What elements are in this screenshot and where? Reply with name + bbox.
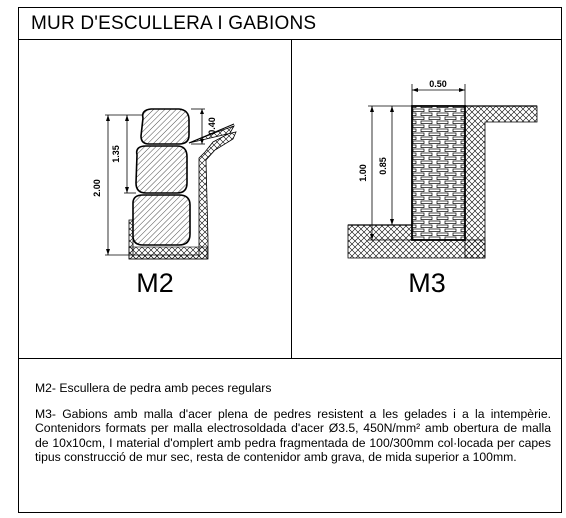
m2-stone-top (140, 108, 190, 145)
sheet-title: MUR D'ESCULLERA I GABIONS (19, 8, 561, 40)
m3-dim-width: 0.50 (429, 79, 447, 89)
m2-stone-middle (135, 145, 188, 194)
note-m3-label: M3- (35, 406, 56, 421)
note-m3-text: Gabions amb malla d'acer plena de pedres… (35, 406, 551, 465)
m3-drawing: 0.50 1.00 0.85 (347, 79, 538, 259)
m2-drawing: 2.00 1.35 0.40 (92, 108, 237, 260)
detail-sheet: MUR D'ESCULLERA I GABIONS (18, 7, 562, 513)
m2-dim-total-height: 2.00 (92, 179, 102, 197)
note-m2: M2- Escullera de pedra amb peces regular… (35, 381, 551, 396)
m3-soil-right (464, 105, 538, 259)
note-m2-text: Escullera de pedra amb peces regulars (56, 381, 272, 395)
m2-dim-visible-height: 1.35 (111, 145, 121, 163)
m3-dim-visible-height: 0.85 (378, 157, 388, 175)
panel-m2: 2.00 1.35 0.40 M2 (19, 40, 292, 358)
m3-gabion (411, 105, 466, 241)
note-m2-label: M2- (35, 381, 56, 395)
m2-caption: M2 (136, 268, 174, 298)
notes-section: M2- Escullera de pedra amb peces regular… (19, 358, 561, 513)
note-m3: M3- Gabions amb malla d'acer plena de pe… (35, 407, 551, 465)
m2-dim-crest: 0.40 (207, 117, 217, 135)
panel-m3: 0.50 1.00 0.85 M3 (292, 40, 562, 358)
m2-stone-bottom (132, 194, 191, 246)
m3-dim-total-height: 1.00 (358, 164, 368, 182)
m3-caption: M3 (408, 268, 446, 298)
